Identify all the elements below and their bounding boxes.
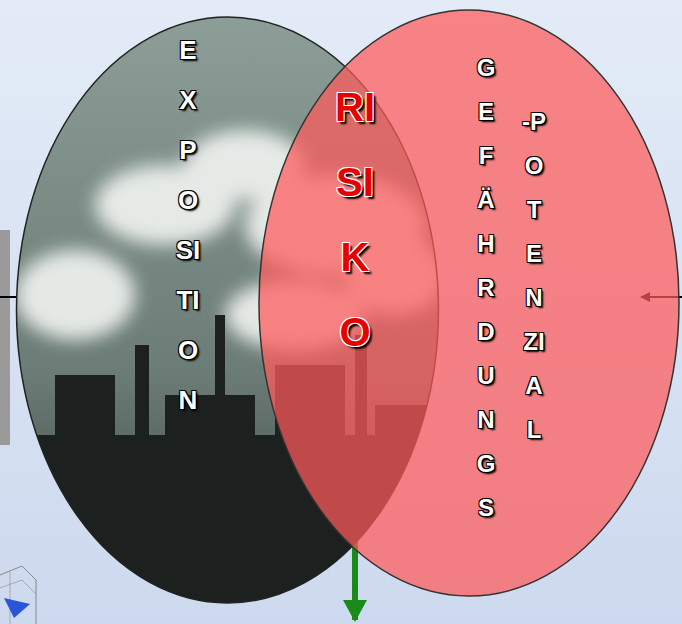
side-panel [0, 230, 10, 445]
overlap-label: RISIKO [335, 70, 375, 370]
vertical-label: -POTENZIAL [522, 100, 546, 452]
vertical-label: GEFÄHRDUNGS [474, 46, 498, 530]
ellipse-region: GEFÄHRDUNGS -POTENZIAL [258, 8, 680, 598]
vertical-label: EXPOSITION [175, 25, 201, 425]
ellipse-outline [258, 8, 680, 598]
cube-icon [0, 566, 36, 624]
